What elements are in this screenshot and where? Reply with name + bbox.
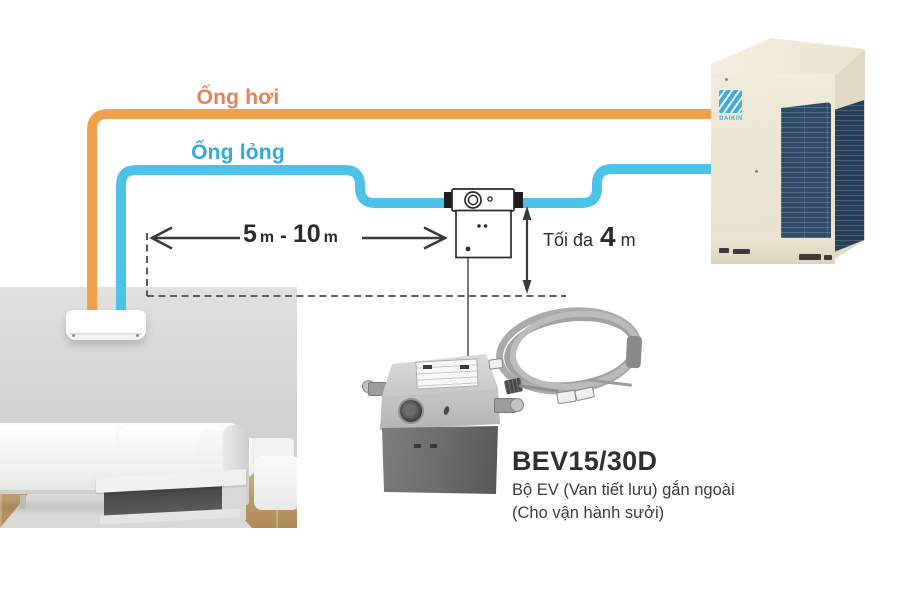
- height-arrow-head-bottom: [522, 280, 532, 294]
- pipe-nut-right: [510, 398, 524, 412]
- liquid-pipe-left: [116, 165, 447, 316]
- outdoor-side-grille: [834, 100, 864, 252]
- dashed-reference-line: [146, 233, 566, 297]
- product-model: BEV15/30D: [512, 446, 658, 476]
- distance-max: 10: [292, 220, 321, 248]
- screw-dot: [725, 78, 728, 81]
- valve-leader-dot: [465, 246, 471, 252]
- vapor-pipe: [87, 109, 713, 316]
- valve-body: [455, 209, 512, 259]
- distance-separator: -: [280, 225, 287, 247]
- jumper-connector-white: [556, 389, 577, 405]
- product-description-1: Bộ EV (Van tiết lưu) gắn ngoài: [512, 481, 735, 499]
- distance-max-unit: m: [323, 229, 338, 246]
- height-arrow-head-top: [522, 206, 532, 220]
- armchair: [254, 456, 297, 510]
- bev-port: [398, 398, 424, 424]
- indoor-unit-detail: [136, 334, 139, 337]
- valve-small-port: [487, 196, 493, 202]
- base-slot: [719, 248, 729, 253]
- jumper-wire: [519, 384, 559, 393]
- distance-min-unit: m: [259, 229, 275, 246]
- sofa-leg: [20, 495, 26, 509]
- liquid-pipe-right: [519, 164, 713, 208]
- bev-label-sticker: [415, 358, 479, 390]
- liquid-pipe-label: Ống lỏng: [191, 141, 285, 164]
- jumper-cable: [503, 375, 585, 407]
- indoor-unit-vent: [70, 333, 142, 335]
- base-slot: [733, 249, 750, 254]
- cable-plug: [488, 358, 504, 370]
- outdoor-base: [711, 238, 835, 264]
- living-room-photo: [0, 287, 297, 528]
- label-mark: [423, 365, 432, 369]
- cable-sleeve: [625, 335, 643, 369]
- max-height-label: Tối đa 4 m: [543, 221, 636, 253]
- sofa-cushion: [0, 426, 116, 468]
- base-slot: [799, 254, 821, 260]
- distance-label: 5 m - 10 m: [243, 220, 338, 249]
- bev-detail: [414, 444, 421, 448]
- bev-detail: [430, 444, 437, 448]
- outdoor-top-face: [711, 38, 865, 74]
- bev-kit-box: [362, 348, 526, 498]
- indoor-unit-detail: [72, 334, 75, 337]
- max-height-unit: m: [620, 230, 636, 250]
- daikin-logo: [719, 90, 742, 113]
- screw-dot: [755, 170, 758, 173]
- valve-cap-right: [514, 192, 523, 208]
- max-height-prefix: Tối đa: [543, 230, 594, 250]
- valve-screw: [477, 224, 481, 228]
- distance-min: 5: [243, 220, 257, 248]
- base-slot: [824, 255, 832, 260]
- valve-cap-left: [444, 192, 453, 208]
- bev-lower-body: [382, 426, 498, 494]
- valve-sight-glass-inner: [467, 194, 479, 206]
- outdoor-unit: DAIKIN: [703, 38, 867, 270]
- arrow-head-right: [423, 226, 448, 250]
- ev-valve-schematic: [444, 188, 523, 259]
- max-height-value: 4: [600, 221, 616, 252]
- indoor-unit: [66, 310, 146, 340]
- outdoor-front-grille: [781, 102, 831, 260]
- valve-top-bar: [451, 188, 515, 212]
- vapor-pipe-label: Ống hơi: [196, 86, 280, 109]
- product-description-2: (Cho vận hành sưởi): [512, 504, 665, 522]
- valve-screw: [483, 224, 488, 228]
- daikin-brand-text: DAIKIN: [719, 116, 743, 122]
- label-mark: [460, 365, 469, 369]
- arrow-head-left: [149, 226, 173, 250]
